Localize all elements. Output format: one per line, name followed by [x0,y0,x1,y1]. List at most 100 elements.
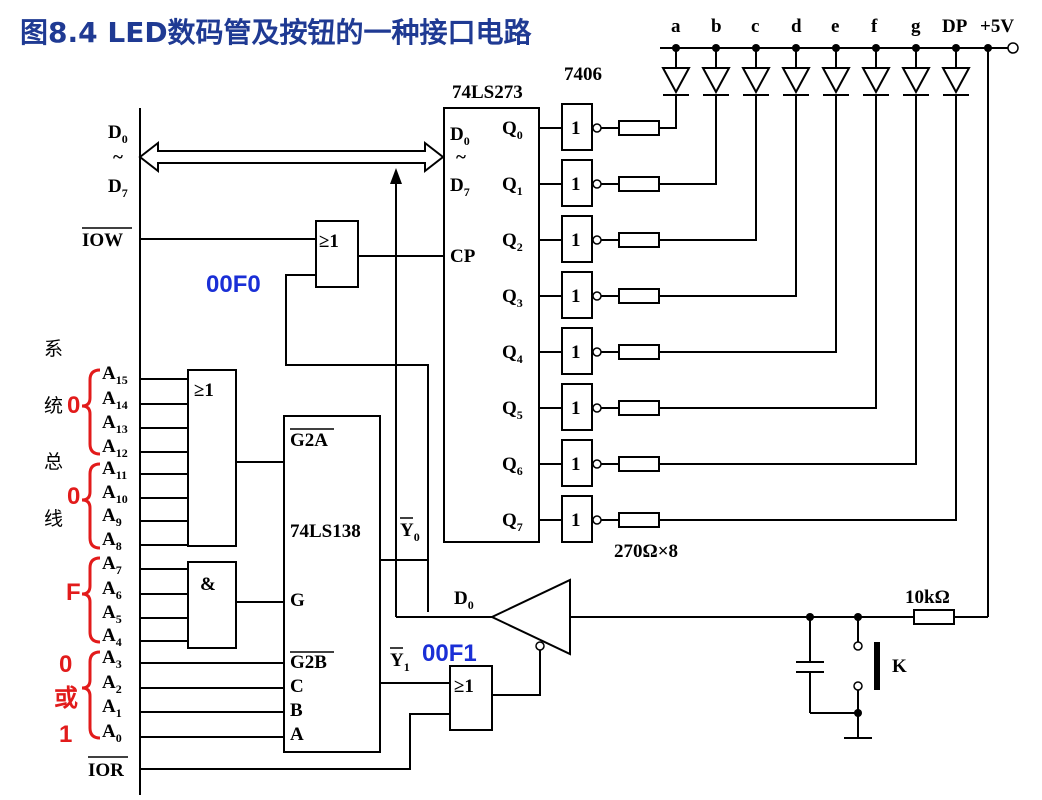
decoder-74ls138 [283,415,381,753]
resistor-1 [618,176,660,192]
led-f [861,67,891,95]
brace-a11-a8 [81,462,101,550]
switch-contact-top [853,641,863,651]
sysbus-char-3: 总 [44,451,63,473]
inverter-bubble-3 [592,291,602,301]
decoder-b: B [290,700,303,721]
decoder-g: G [290,590,305,611]
inverter-label-1: 1 [571,174,581,195]
buffer-enable-wire [492,650,541,696]
button-label: K [892,656,907,677]
decoder-a: A [290,724,304,745]
resistor-note: 270Ω×8 [614,541,678,562]
latch-q2: Q2 [502,230,523,254]
latch-name: 74LS273 [452,82,523,103]
latch-d7: D7 [450,175,470,199]
inverter-bubble-6 [592,459,602,469]
led-c [741,67,771,95]
res-led-wire-1 [659,96,717,185]
led-g [901,67,931,95]
power-label: +5V [980,16,1014,37]
buffer-d0-label: D0 [454,588,474,612]
addr-mid-and-label: & [200,574,216,595]
res-led-wire-7 [659,96,957,521]
note-grp3: F [66,579,81,606]
addr-label-a1: A1 [102,696,122,720]
resistor-3 [618,288,660,304]
res-led-wire-0 [659,96,677,129]
inverter-bubble-0 [592,123,602,133]
note-grp2: 0 [67,483,80,510]
addr-high-or-gate [187,369,237,547]
input-buffer [489,578,571,656]
led-e [821,67,851,95]
inverter-label-0: 1 [571,118,581,139]
res-led-wire-4 [659,96,837,353]
resistor-0 [618,120,660,136]
latch-q7: Q7 [502,510,523,534]
segment-label-e: e [831,16,839,37]
led-DP [941,67,971,95]
addr-label-a12: A12 [102,436,128,460]
resistor-5 [618,400,660,416]
bus-d7-label: D7 [108,176,128,200]
addr-label-a9: A9 [102,505,122,529]
brace-a7-a4 [81,556,101,644]
inverter-bubble-2 [592,235,602,245]
segment-label-d: d [791,16,802,37]
latch-74ls273 [443,107,540,543]
resistor-2 [618,232,660,248]
inverter-label-2: 1 [571,230,581,251]
node-switch-bot [854,709,862,717]
resistor-4 [618,344,660,360]
decoder-g2a: G2A [290,430,328,451]
driver-name: 7406 [564,64,602,85]
led-d [781,67,811,95]
inverter-bubble-5 [592,403,602,413]
d0-return-arrow [390,168,402,184]
latch-q0: Q0 [502,118,523,142]
note-grp4c: 1 [59,721,72,748]
addr-00f1: 00F1 [422,640,477,667]
res-led-wire-2 [659,96,757,241]
power-terminal [1007,42,1019,54]
led-a [661,67,691,95]
res-led-wire-3 [659,96,797,297]
addr-label-a13: A13 [102,412,128,436]
addr-label-a7: A7 [102,553,122,577]
sysbus-char-2: 统 [44,395,63,417]
addr-00f0: 00F0 [206,271,261,298]
ior-label: IOR [88,760,124,781]
inverter-label-5: 1 [571,398,581,419]
addr-label-a5: A5 [102,602,122,626]
inverter-0 [561,103,593,151]
ior-to-gate-wire [140,713,450,770]
brace-a15-a12 [81,368,101,456]
data-bus-arrow [138,140,445,174]
latch-q3: Q3 [502,286,523,310]
addr-label-a14: A14 [102,388,128,412]
latch-q5: Q5 [502,398,523,422]
addr-label-a3: A3 [102,647,122,671]
addr-label-a4: A4 [102,625,122,649]
read-or-gate [449,665,493,731]
brace-a3-a0 [81,650,101,740]
inverter-2 [561,215,593,263]
pullup-resistor [913,609,955,625]
cp-or-gate [315,220,359,288]
res-led-wire-5 [659,96,877,409]
addr-label-a0: A0 [102,721,122,745]
decoder-y1: Y1 [390,650,410,674]
cp-or-gate-label: ≥1 [319,231,339,252]
power-node [984,44,992,52]
segment-label-g: g [911,16,921,37]
switch-contact-bot [853,681,863,691]
addr-high-or-label: ≥1 [194,380,214,401]
note-grp4a: 0 [59,651,72,678]
latch-tilde: ~ [456,147,466,168]
addr-label-a15: A15 [102,363,128,387]
latch-d0: D0 [450,124,470,148]
y0-to-or-wire [285,274,429,612]
